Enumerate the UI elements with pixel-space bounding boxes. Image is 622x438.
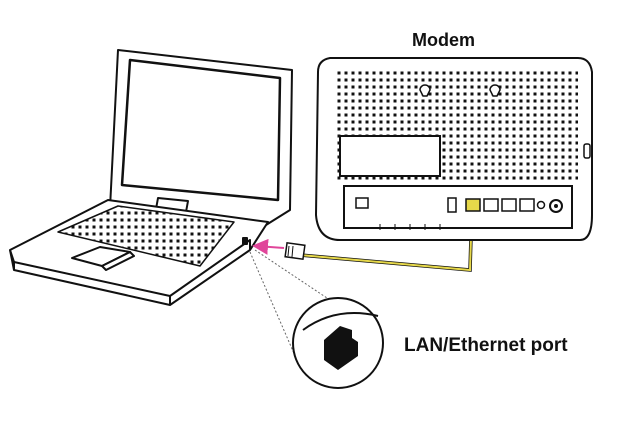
modem-lan-port-1	[465, 198, 481, 212]
modem-lan-port-3	[501, 198, 517, 212]
modem-label: Modem	[412, 30, 475, 50]
laptop-screen	[120, 58, 282, 202]
port-zoom-callout	[249, 249, 384, 389]
modem-lan-port-4	[519, 198, 535, 212]
modem-lan-port-2	[483, 198, 499, 212]
laptop-icon	[9, 49, 293, 306]
modem-icon	[314, 57, 593, 241]
modem-reset-button	[536, 200, 546, 210]
connection-arrow	[252, 238, 285, 255]
modem-usb-port	[447, 197, 457, 213]
lan-port-label: LAN/Ethernet port	[404, 335, 568, 356]
ethernet-plug-icon	[284, 241, 306, 261]
modem-label-panel	[339, 135, 441, 177]
ethernet-port-icon	[324, 326, 358, 370]
laptop-edge-zoomed	[302, 312, 379, 331]
modem-port-panel	[343, 185, 573, 229]
laptop-keyboard	[57, 205, 235, 267]
laptop-side-port	[242, 237, 248, 245]
modem-dsl-port	[355, 197, 369, 209]
